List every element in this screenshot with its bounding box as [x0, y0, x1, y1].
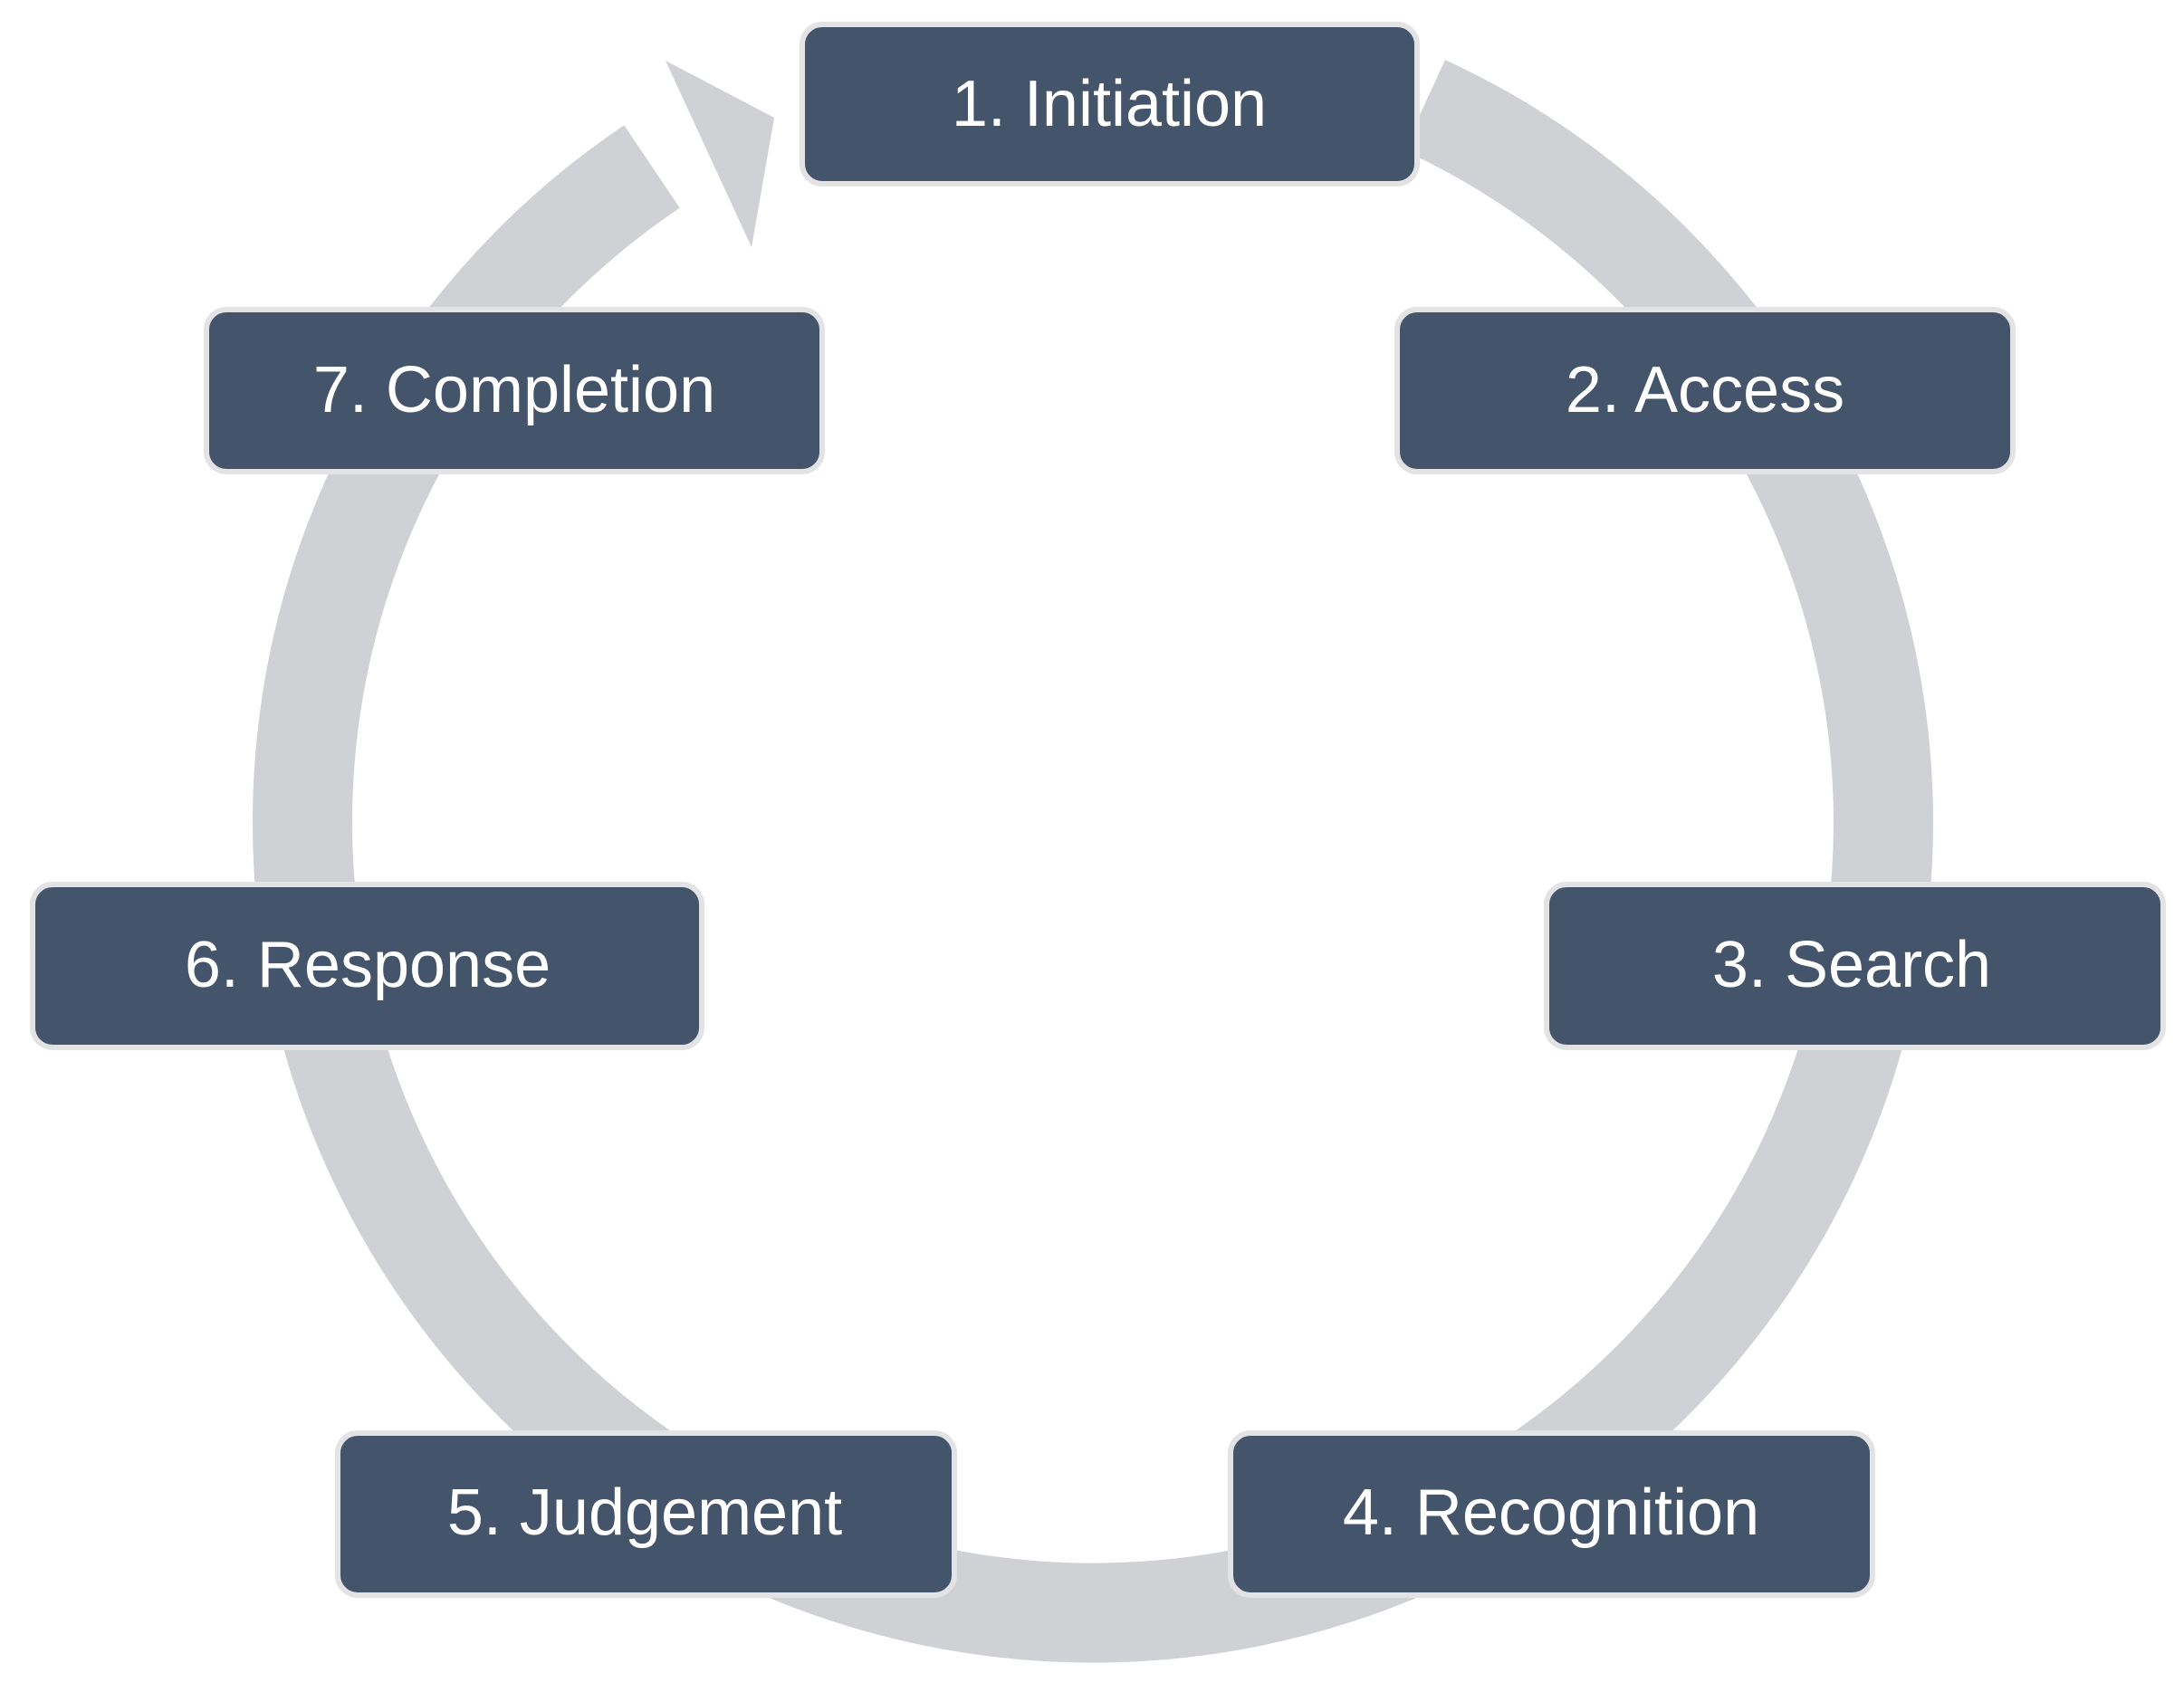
step-label-response: 6. Response [185, 929, 551, 1001]
step-box-access: 2. Access [1394, 307, 2016, 474]
step-label-search: 3. Search [1712, 929, 1991, 1001]
step-label-judgement: 5. Judgement [447, 1477, 842, 1549]
step-label-access: 2. Access [1566, 354, 1844, 426]
step-box-recognition: 4. Recognition [1228, 1430, 1875, 1598]
step-box-response: 6. Response [30, 882, 704, 1050]
cycle-arrow-head [666, 61, 774, 247]
step-box-judgement: 5. Judgement [335, 1430, 957, 1598]
step-box-initiation: 1. Initiation [800, 22, 1420, 186]
cycle-arrow [252, 60, 1933, 1663]
step-box-completion: 7. Completion [204, 307, 825, 474]
step-label-initiation: 1. Initiation [952, 68, 1267, 140]
step-label-completion: 7. Completion [313, 354, 715, 426]
step-label-recognition: 4. Recognition [1343, 1477, 1759, 1549]
cycle-arrow-ring [252, 60, 1933, 1663]
step-box-search: 3. Search [1544, 882, 2166, 1050]
